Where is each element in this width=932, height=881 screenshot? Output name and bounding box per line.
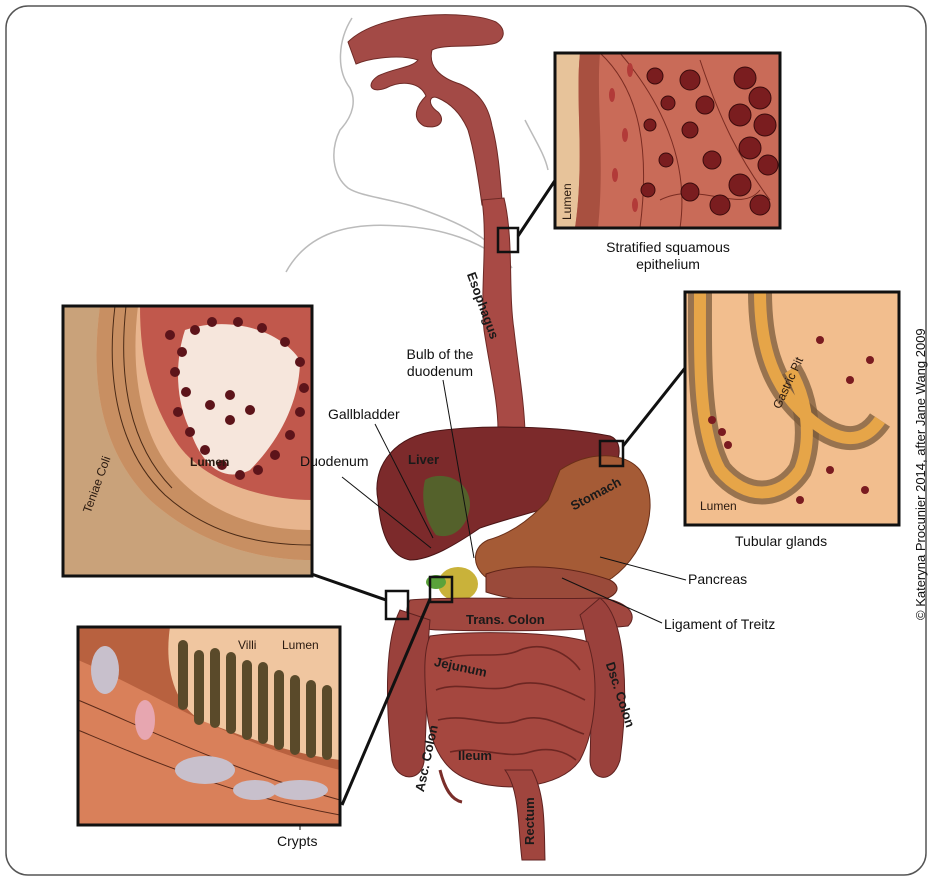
label-ligament-treitz: Ligament of Treitz <box>664 616 775 633</box>
inset-label-intestine-lumen: Lumen <box>282 638 319 652</box>
inset-label-esophagus-lumen: Lumen <box>560 183 574 220</box>
label-gallbladder: Gallbladder <box>328 406 400 423</box>
label-stratified-line-2: epithelium <box>588 256 748 273</box>
esophagus-inset <box>555 53 780 228</box>
label-stratified-line-1: Stratified squamous <box>588 239 748 256</box>
organ-label-liver: Liver <box>408 452 439 467</box>
small-intestine <box>425 633 595 787</box>
label-pancreas: Pancreas <box>688 571 747 588</box>
stomach-inset <box>685 292 899 525</box>
label-bulb-line-1: Bulb of the <box>380 346 500 363</box>
neck-outline <box>525 120 548 170</box>
intestine-inset <box>78 627 340 825</box>
inset-label-stomach-lumen: Lumen <box>700 499 737 513</box>
organ-label-ileum: Ileum <box>458 748 492 763</box>
label-duodenum: Duodenum <box>300 453 369 470</box>
colon-inset <box>63 306 312 576</box>
label-bulb-duodenum: Bulb of the duodenum <box>380 346 500 380</box>
label-bulb-line-2: duodenum <box>380 363 500 380</box>
organ-label-trans-colon: Trans. Colon <box>466 612 545 627</box>
credit-text: © Kateryna Procunier 2014, after Jane Wa… <box>913 328 928 620</box>
label-tubular-glands: Tubular glands <box>735 533 827 550</box>
label-crypts: Crypts <box>277 833 317 850</box>
inset-label-villi: Villi <box>238 638 256 652</box>
inset-label-colon-lumen: Lumen <box>190 455 229 469</box>
pharynx <box>348 15 503 205</box>
organ-label-rectum: Rectum <box>522 797 537 845</box>
label-stratified-squamous: Stratified squamous epithelium <box>588 239 748 273</box>
